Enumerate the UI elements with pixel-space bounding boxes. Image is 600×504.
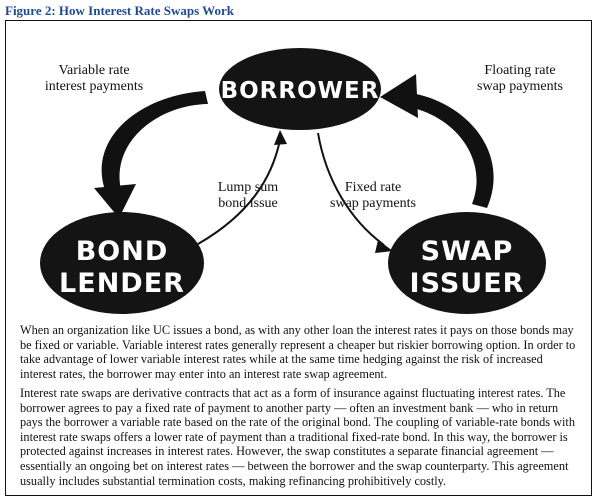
swap-issuer-label-line1: SWAP [421, 236, 514, 267]
bond-lender-node [40, 212, 204, 314]
swap-issuer-node [388, 212, 546, 314]
bond-lender-label-line1: BOND [76, 236, 169, 267]
figure-frame [5, 20, 592, 496]
figure-title: Figure 2: How Interest Rate Swaps Work [5, 3, 234, 18]
variable-rate-label-line2: interest payments [44, 79, 144, 94]
paragraph-1: When an organization like UC issues a bo… [20, 323, 576, 381]
borrower-node [219, 48, 381, 130]
lump-sum-arrow [197, 130, 287, 245]
bond-lender-label-line2: LENDER [59, 268, 185, 299]
variable-rate-arrow [94, 91, 208, 218]
paragraph-2: Interest rate swaps are derivative contr… [20, 386, 575, 488]
lump-sum-label: Lump sum bond issue [200, 180, 296, 212]
floating-rate-label-line1: Floating rate [484, 63, 556, 78]
lump-sum-label-line2: bond issue [218, 196, 278, 211]
fixed-rate-label: Fixed rate swap payments [318, 180, 428, 212]
variable-rate-label-line1: Variable rate [58, 63, 130, 78]
borrower-label: BORROWER [221, 78, 380, 104]
swap-issuer-label-line2: ISSUER [410, 268, 525, 299]
lump-sum-label-line1: Lump sum [217, 180, 279, 195]
fixed-rate-label-line1: Fixed rate [344, 180, 402, 195]
floating-rate-label: Floating rate swap payments [450, 63, 590, 95]
floating-rate-label-line2: swap payments [477, 79, 563, 94]
fixed-rate-arrow [317, 132, 393, 253]
variable-rate-label: Variable rate interest payments [24, 63, 164, 95]
floating-rate-arrow [380, 74, 494, 208]
fixed-rate-label-line2: swap payments [330, 196, 416, 211]
